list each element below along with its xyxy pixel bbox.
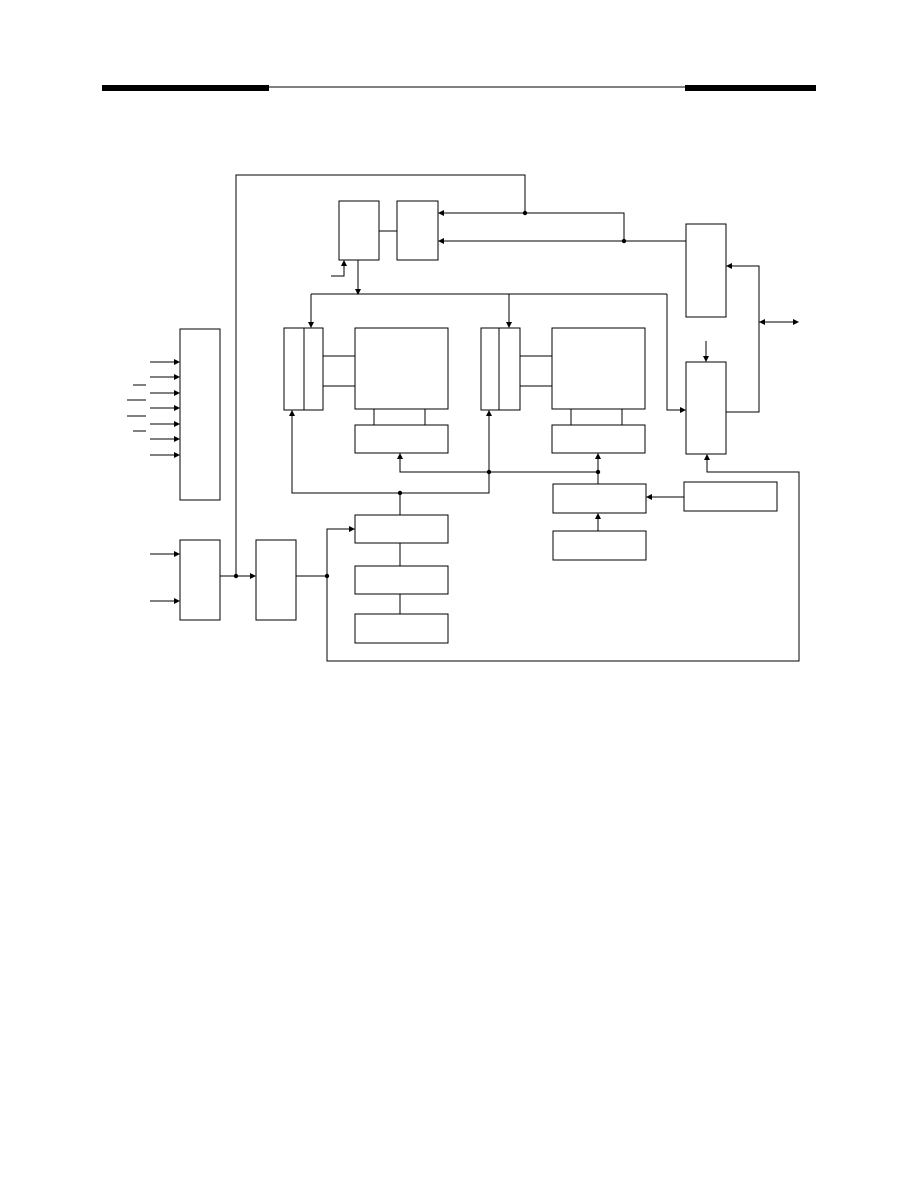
register-pair-2-left — [480, 327, 500, 411]
control-block-a — [338, 200, 380, 261]
decoder-2 — [551, 424, 646, 454]
clock-gen-block — [255, 539, 297, 621]
right-mid-block — [552, 530, 647, 561]
connection-lines — [127, 174, 800, 662]
input-pin-block — [179, 328, 221, 501]
chain-block-3 — [354, 613, 449, 644]
control-block-b — [396, 200, 439, 261]
header-rule — [102, 85, 816, 91]
memory-array-2 — [551, 327, 646, 410]
chain-block-2 — [354, 565, 449, 595]
register-pair-2-right — [498, 327, 521, 411]
address-counter — [552, 483, 647, 514]
chain-block-1 — [354, 514, 449, 544]
memory-array-1 — [354, 327, 449, 410]
right-lower-block — [685, 361, 727, 455]
register-pair-1-right — [303, 327, 324, 411]
address-source — [683, 481, 778, 512]
register-pair-1-left — [283, 327, 305, 411]
junction-dots — [233, 210, 627, 579]
decoder-1 — [354, 424, 449, 454]
right-upper-block — [685, 223, 727, 318]
clock-input-block — [179, 539, 221, 621]
